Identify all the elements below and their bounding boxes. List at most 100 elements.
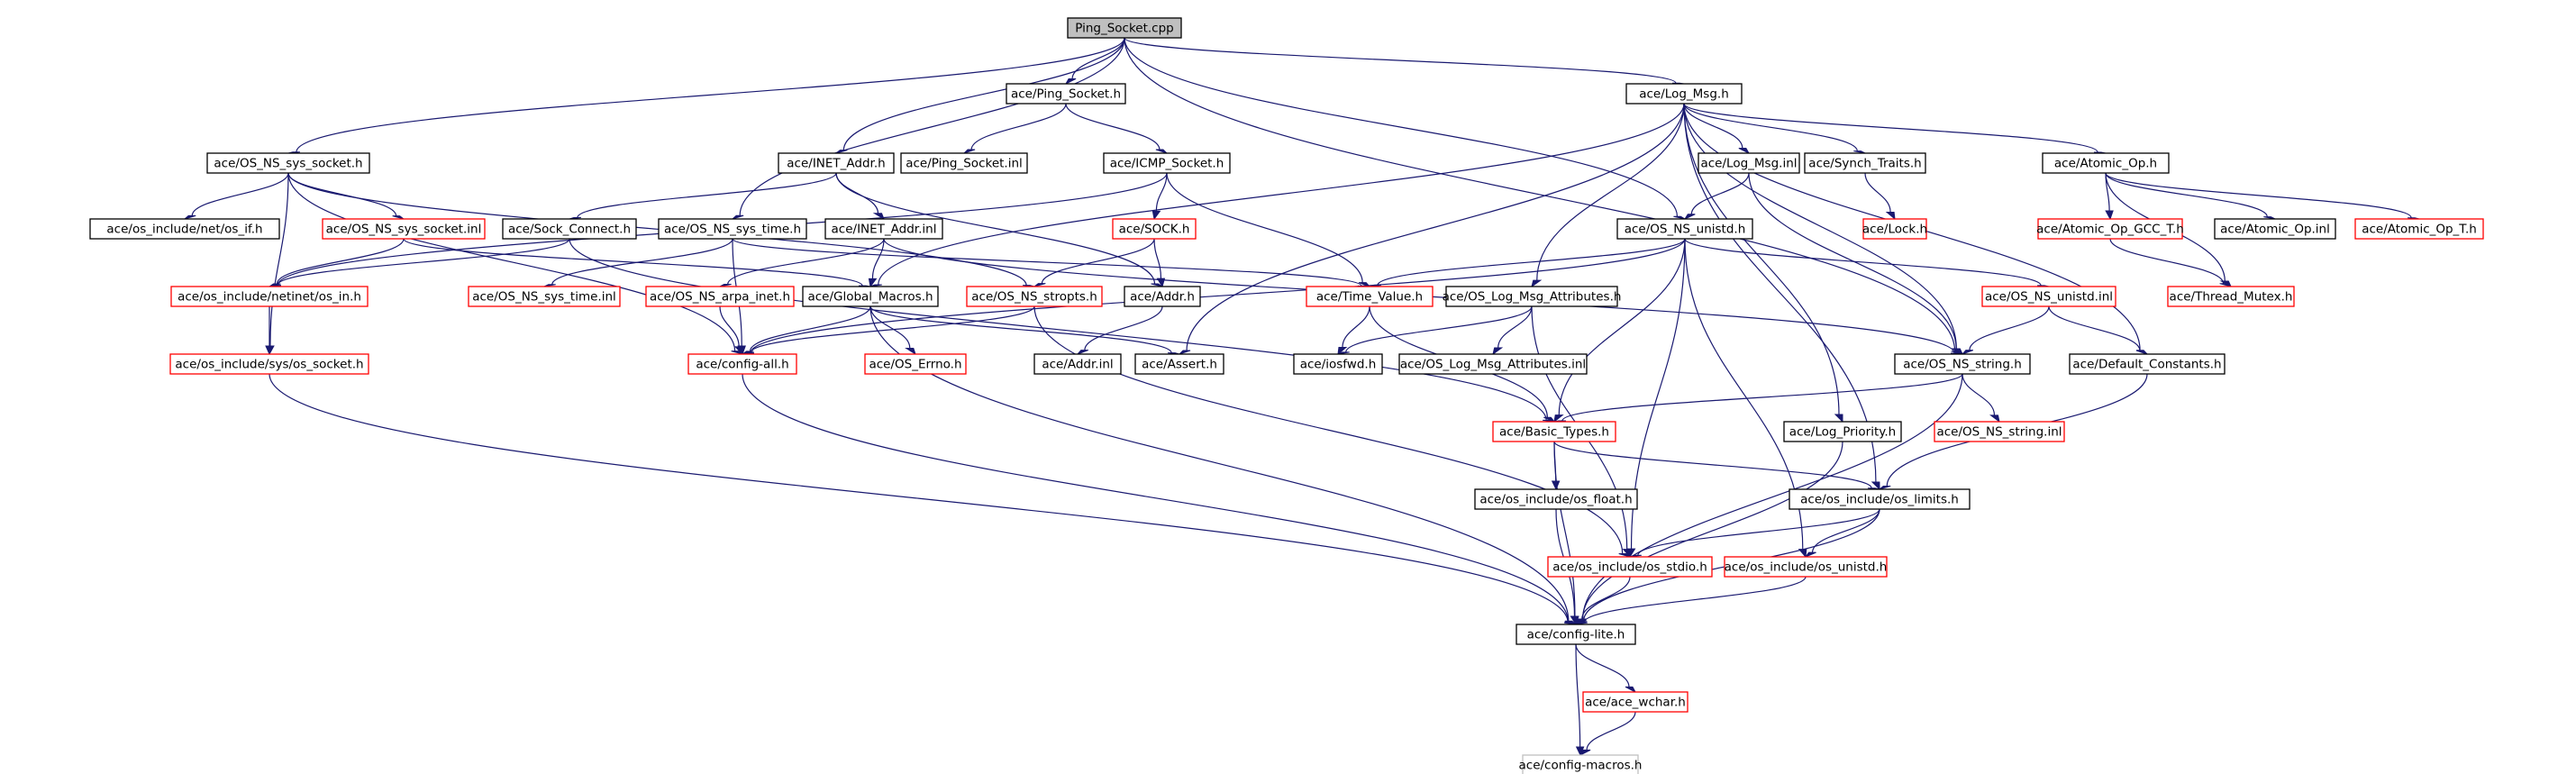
graph-node[interactable]: ace/Atomic_Op.inl xyxy=(2214,218,2336,240)
graph-node[interactable]: ace/Default_Constants.h xyxy=(2069,353,2226,375)
graph-node[interactable]: ace/OS_Log_Msg_Attributes.h xyxy=(1443,286,1622,307)
edge-line xyxy=(1690,172,1750,214)
graph-node[interactable]: ace/os_include/sys/os_socket.h xyxy=(169,353,369,375)
graph-node[interactable]: ace/os_include/os_float.h xyxy=(1474,488,1638,510)
graph-node[interactable]: ace/ace_wchar.h xyxy=(1582,691,1689,713)
node-box xyxy=(2042,152,2170,174)
graph-node[interactable]: ace/config-lite.h xyxy=(1516,624,1636,645)
edge-line xyxy=(835,172,1156,285)
node-box xyxy=(645,286,795,307)
node-box xyxy=(1492,421,1616,442)
graph-node[interactable]: ace/Log_Msg.inl xyxy=(1698,152,1800,174)
graph-node[interactable]: ace/Addr.inl xyxy=(1033,353,1122,375)
node-box xyxy=(1474,488,1638,510)
graph-node[interactable]: ace/Ping_Socket.h xyxy=(1006,83,1126,105)
dependency-edge xyxy=(1033,238,1155,287)
dependency-edge xyxy=(1124,37,1686,220)
graph-node[interactable]: ace/Sock_Connect.h xyxy=(502,218,637,240)
dependency-edge xyxy=(1551,441,1561,491)
dependency-edge xyxy=(869,305,1180,355)
edge-line xyxy=(871,238,885,279)
node-label: ace/Addr.inl xyxy=(1042,358,1113,372)
graph-node[interactable]: ace/OS_NS_sys_socket.inl xyxy=(322,218,486,240)
graph-node[interactable]: ace/OS_NS_unistd.h xyxy=(1616,218,1753,240)
edge-line xyxy=(878,103,1685,286)
graph-node[interactable]: ace/OS_Errno.h xyxy=(864,353,967,375)
edge-line xyxy=(1065,103,1161,150)
dependency-edge xyxy=(1065,103,1168,154)
edge-line xyxy=(719,305,740,347)
node-box xyxy=(2354,218,2484,240)
node-box xyxy=(1445,286,1618,307)
graph-node[interactable]: ace/OS_Log_Msg_Attributes.inl xyxy=(1398,353,1588,375)
edge-line xyxy=(191,172,289,216)
edge-line xyxy=(1071,37,1125,79)
graph-node[interactable]: ace/OS_NS_sys_socket.h xyxy=(206,152,370,174)
edge-line xyxy=(2048,305,2141,351)
dependency-edge xyxy=(1683,103,1751,155)
graph-node[interactable]: ace/Atomic_Op_T.h xyxy=(2354,218,2484,240)
edge-line xyxy=(732,238,1362,287)
graph-node[interactable]: ace/Synch_Traits.h xyxy=(1804,152,1926,174)
graph-node[interactable]: ace/os_include/os_stdio.h xyxy=(1547,556,1713,578)
edge-line xyxy=(1561,373,1963,422)
graph-node[interactable]: ace/Addr.h xyxy=(1124,286,1201,307)
node-box xyxy=(169,353,369,375)
graph-node[interactable]: ace/OS_NS_sys_time.h xyxy=(658,218,807,240)
graph-node[interactable]: ace/OS_NS_unistd.inl xyxy=(1981,286,2116,307)
node-label: ace/config-all.h xyxy=(696,358,788,372)
edge-arrowhead xyxy=(1625,686,1637,694)
graph-node[interactable]: ace/OS_NS_sys_time.inl xyxy=(468,286,621,307)
graph-node[interactable]: ace/OS_NS_arpa_inet.h xyxy=(645,286,795,307)
graph-node[interactable]: ace/Log_Priority.h xyxy=(1783,421,1902,442)
graph-node[interactable]: ace/os_include/netinet/os_in.h xyxy=(170,286,369,307)
graph-node[interactable]: ace/os_include/os_limits.h xyxy=(1789,488,1971,510)
graph-node[interactable]: ace/Atomic_Op.h xyxy=(2042,152,2170,174)
graph-node[interactable]: ace/os_include/net/os_if.h xyxy=(89,218,280,240)
graph-node[interactable]: Ping_Socket.cpp xyxy=(1067,17,1182,39)
graph-node[interactable]: ace/ICMP_Socket.h xyxy=(1103,152,1231,174)
edge-line xyxy=(1124,37,1677,84)
edge-arrowhead xyxy=(184,214,196,220)
node-label: ace/Log_Msg.inl xyxy=(1700,157,1797,171)
node-box xyxy=(1625,83,1743,105)
graph-node[interactable]: ace/Thread_Mutex.h xyxy=(2167,286,2295,307)
dependency-edge xyxy=(1683,103,1880,491)
graph-node[interactable]: ace/OS_NS_string.inl xyxy=(1934,421,2065,442)
graph-node[interactable]: ace/INET_Addr.inl xyxy=(824,218,943,240)
graph-node[interactable]: ace/Atomic_Op_GCC_T.h xyxy=(2036,218,2184,240)
dependency-edge xyxy=(1337,305,1533,355)
dependency-edge xyxy=(719,305,743,356)
graph-node[interactable]: ace/Assert.h xyxy=(1134,353,1224,375)
dependency-edge xyxy=(1683,103,2107,154)
graph-node[interactable]: ace/SOCK.h xyxy=(1112,218,1197,240)
graph-node[interactable]: ace/os_include/os_unistd.h xyxy=(1724,556,1888,578)
edge-arrowhead xyxy=(732,214,744,220)
edge-line xyxy=(869,305,1172,353)
graph-node[interactable]: ace/OS_NS_stropts.h xyxy=(966,286,1103,307)
node-box xyxy=(1934,421,2065,442)
dependency-edge xyxy=(2048,305,2148,355)
graph-node[interactable]: ace/INET_Addr.h xyxy=(778,152,895,174)
edge-line xyxy=(1553,441,1576,617)
dependency-edge xyxy=(1575,643,1637,694)
graph-node[interactable]: ace/config-all.h xyxy=(687,353,797,375)
node-label: ace/Atomic_Op_T.h xyxy=(2362,223,2477,237)
graph-node[interactable]: ace/Lock.h xyxy=(1862,218,1927,240)
graph-node[interactable]: ace/config-macros.h xyxy=(1519,754,1643,774)
graph-node[interactable]: ace/Time_Value.h xyxy=(1306,286,1434,307)
edge-arrowhead xyxy=(1155,149,1168,154)
graph-node[interactable]: ace/Global_Macros.h xyxy=(802,286,939,307)
node-label: ace/ICMP_Socket.h xyxy=(1110,157,1224,171)
edge-arrowhead xyxy=(1804,551,1816,559)
graph-node[interactable]: ace/Log_Msg.h xyxy=(1625,83,1743,105)
graph-node[interactable]: ace/Ping_Socket.inl xyxy=(900,152,1028,174)
node-label: ace/os_include/os_float.h xyxy=(1479,493,1632,507)
edge-arrowhead xyxy=(265,345,274,356)
edge-line xyxy=(1683,103,1840,414)
graph-node[interactable]: ace/OS_NS_string.h xyxy=(1894,353,2031,375)
dependency-edge xyxy=(2105,172,2276,220)
graph-node[interactable]: ace/Basic_Types.h xyxy=(1492,421,1616,442)
graph-node[interactable]: ace/iosfwd.h xyxy=(1293,353,1383,375)
